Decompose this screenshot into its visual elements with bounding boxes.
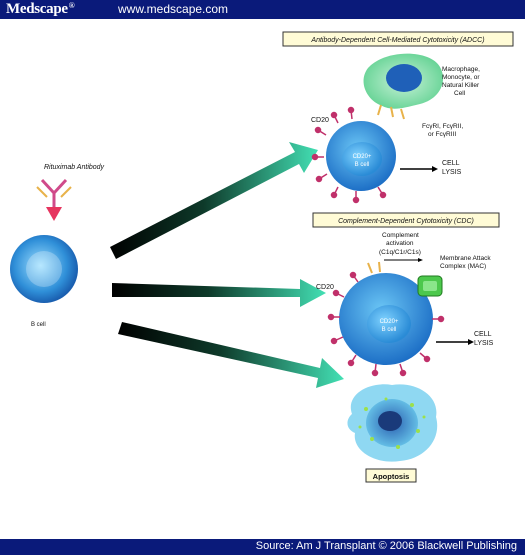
cdc-cell-label-1: CD20+ [380, 319, 399, 325]
mac-complex-icon [417, 275, 443, 297]
brand-logo[interactable]: Medscape® [6, 1, 75, 18]
b-cell-highlight [26, 251, 62, 287]
cdc-title-box [312, 212, 500, 228]
activation-arrowhead [418, 258, 423, 262]
effector-label-1: Macrophage, [442, 66, 480, 73]
mac-label-2: Complex (MAC) [440, 263, 486, 270]
apoptotic-bodies [358, 397, 426, 449]
cdc-lysis-arrowhead [468, 339, 474, 345]
activation-label-2: activation [386, 240, 414, 247]
mechanism-diagram: Rituximab Antibody B cell Antibody-Depen… [10, 31, 514, 483]
arrow-to-apoptosis [118, 322, 344, 388]
adcc-cell-label-1: CD20+ [353, 154, 372, 160]
brand-name: Medscape [6, 1, 68, 17]
adcc-lysis-label-2: LYSIS [442, 169, 462, 176]
mac-label-1: Membrane Attack [440, 255, 491, 262]
cdc-cd20-label: CD20 [316, 284, 334, 291]
rituximab-group: Rituximab Antibody [36, 164, 105, 221]
receptor-label-2: or FcγRIII [428, 131, 456, 138]
effector-label-2: Monocyte, or [442, 74, 480, 81]
rituximab-antibody-icon [36, 178, 72, 207]
cdc-target-nucleus [367, 305, 411, 343]
effector-label-4: Cell [454, 90, 466, 97]
down-arrow-icon [46, 207, 62, 221]
apoptotic-core [378, 411, 402, 431]
adcc-lysis-label-1: CELL [442, 160, 460, 167]
adcc-target-nucleus [342, 142, 382, 176]
adcc-cd20-label: CD20 [311, 117, 329, 124]
cdc-title: Complement-Dependent Cytotoxicity (CDC) [338, 218, 474, 225]
arrow-to-cdc [112, 279, 326, 307]
site-url-link[interactable]: www.medscape.com [118, 2, 229, 16]
adcc-title-box [282, 31, 514, 47]
adcc-title: Antibody-Dependent Cell-Mediated Cytotox… [310, 37, 484, 44]
complement-icon [367, 261, 381, 274]
effector-label-3: Natural Killer [442, 82, 480, 89]
header-bar: Medscape® www.medscape.com [0, 0, 525, 19]
cdc-lysis-label-1: CELL [474, 331, 492, 338]
fc-receptor-icon [377, 104, 405, 120]
apoptosis-label: Apoptosis [373, 472, 410, 481]
adcc-lysis-arrowhead [432, 166, 438, 172]
activation-label-1: Complement [382, 232, 419, 239]
activation-label-3: (C1q/C1r/C1s) [379, 249, 421, 256]
receptor-label-1: FcγRI, FcγRII, [422, 123, 463, 130]
arrow-to-adcc [110, 142, 318, 259]
b-cell-label: B cell [31, 322, 46, 328]
brand-mark: ® [68, 1, 75, 10]
cdc-lysis-label-2: LYSIS [474, 340, 494, 347]
adcc-cell-label-2: B cell [355, 162, 370, 168]
cdc-cell-label-2: B cell [382, 327, 397, 333]
b-cell [10, 235, 78, 303]
macrophage-nucleus [386, 64, 422, 92]
adcc-cd20-antigens [311, 106, 387, 204]
footer-bar: Source: Am J Transplant © 2006 Blackwell… [0, 539, 525, 555]
cdc-cd20-antigens [327, 271, 445, 377]
apoptosis-label-box [365, 468, 417, 483]
source-citation: Source: Am J Transplant © 2006 Blackwell… [255, 540, 517, 552]
rituximab-label: Rituximab Antibody [44, 164, 105, 171]
